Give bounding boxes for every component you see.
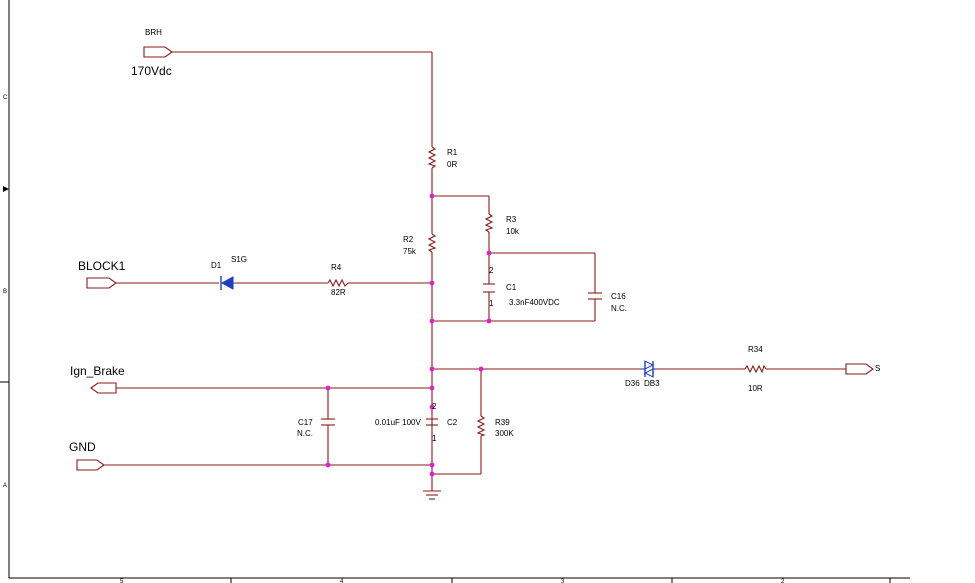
junction-dot <box>486 250 492 256</box>
c1-value: 3.3nF400VDC <box>509 298 560 307</box>
c2-ref: C2 <box>447 418 458 427</box>
frame-arrow-icon <box>3 186 9 192</box>
resistor-icon <box>484 213 494 233</box>
r34-value: 10R <box>748 384 763 393</box>
junction-dot <box>429 471 435 477</box>
capacitor-c1: 2 1 C1 3.3nF400VDC <box>483 266 560 308</box>
port-label-brh: BRH <box>145 28 162 37</box>
resistor-r4: R4 82R <box>327 263 349 297</box>
d36-value: DB3 <box>644 379 660 388</box>
c1-pin1: 1 <box>489 299 494 308</box>
resistor-r39: R39 300K <box>476 415 514 438</box>
junction-dot <box>429 193 435 199</box>
resistor-r3: R3 10k <box>484 213 520 236</box>
port-label-block1: BLOCK1 <box>78 259 126 273</box>
port-s: S <box>845 363 880 375</box>
r39-value: 300K <box>495 429 514 438</box>
r3-ref: R3 <box>506 215 517 224</box>
port-connector-icon <box>143 46 173 58</box>
frame-row-label: B <box>3 289 7 295</box>
frame-col-label: 4 <box>340 579 344 583</box>
d1-value: S1G <box>231 255 247 264</box>
diode-d1: D1 S1G <box>211 255 247 290</box>
port-brh: BRH 170Vdc <box>131 28 173 78</box>
port-label-s: S <box>875 364 880 373</box>
wires <box>104 51 846 491</box>
c2-pin1: 1 <box>432 434 437 443</box>
junction-dot <box>429 318 435 324</box>
resistor-icon <box>476 415 486 437</box>
junction-dot <box>325 385 331 391</box>
resistor-r34: R34 10R <box>744 345 767 393</box>
resistor-icon <box>744 364 767 374</box>
ground-icon <box>423 490 441 500</box>
r4-ref: R4 <box>331 263 342 272</box>
c1-pin2: 2 <box>489 266 494 275</box>
frame-col-label: 2 <box>781 579 785 583</box>
c17-ref: C17 <box>298 418 313 427</box>
c16-value: N.C. <box>611 304 627 313</box>
resistor-icon <box>427 233 437 253</box>
port-label-gnd: GND <box>69 440 96 454</box>
r34-ref: R34 <box>748 345 763 354</box>
r39-ref: R39 <box>495 418 510 427</box>
frame-row-label: A <box>3 483 7 489</box>
diode-icon <box>220 276 234 290</box>
junction-dot <box>429 404 435 410</box>
resistor-r1: R1 0R <box>427 146 458 169</box>
junction-dot <box>325 462 331 468</box>
r2-ref: R2 <box>403 235 414 244</box>
junction-dot <box>429 280 435 286</box>
port-voltage-label: 170Vdc <box>131 64 172 78</box>
junction-dot <box>429 385 435 391</box>
port-connector-icon <box>86 277 117 289</box>
resistor-icon <box>427 146 437 169</box>
d1-ref: D1 <box>211 261 222 270</box>
capacitor-c16: C16 N.C. <box>588 292 627 313</box>
d36-ref: D36 <box>625 379 640 388</box>
r1-ref: R1 <box>447 148 458 157</box>
r1-value: 0R <box>447 160 457 169</box>
port-block1: BLOCK1 <box>78 259 126 289</box>
port-connector-icon <box>845 363 874 375</box>
port-connector-icon <box>76 459 105 471</box>
frame-row-label: C <box>3 95 8 101</box>
junction-dot <box>478 366 484 372</box>
r4-value: 82R <box>331 288 346 297</box>
capacitor-c2: 2 1 0.01uF 100V C2 <box>375 402 458 443</box>
frame-col-label: 5 <box>120 579 124 583</box>
port-gnd: GND <box>69 440 105 471</box>
diac-d36: D36 DB3 <box>625 360 660 388</box>
frame-col-label: 3 <box>561 579 565 583</box>
port-ign-brake: Ign_Brake <box>70 364 125 394</box>
capacitor-c17: C17 N.C. <box>297 418 335 438</box>
drawing-frame: C B A 5 4 3 2 <box>0 0 910 583</box>
c1-ref: C1 <box>506 283 517 292</box>
junction-dot <box>429 366 435 372</box>
r2-value: 75k <box>403 247 417 256</box>
r3-value: 10k <box>506 227 520 236</box>
port-label-ign-brake: Ign_Brake <box>70 364 125 378</box>
port-connector-icon <box>90 382 117 394</box>
resistor-r2: R2 75k <box>403 233 437 256</box>
junction-dot <box>429 462 435 468</box>
junctions <box>325 193 492 477</box>
c2-value: 0.01uF 100V <box>375 418 421 427</box>
c17-value: N.C. <box>297 429 313 438</box>
c16-ref: C16 <box>611 292 626 301</box>
junction-dot <box>486 318 492 324</box>
c2-pin2: 2 <box>432 402 437 411</box>
resistor-icon <box>327 278 349 288</box>
